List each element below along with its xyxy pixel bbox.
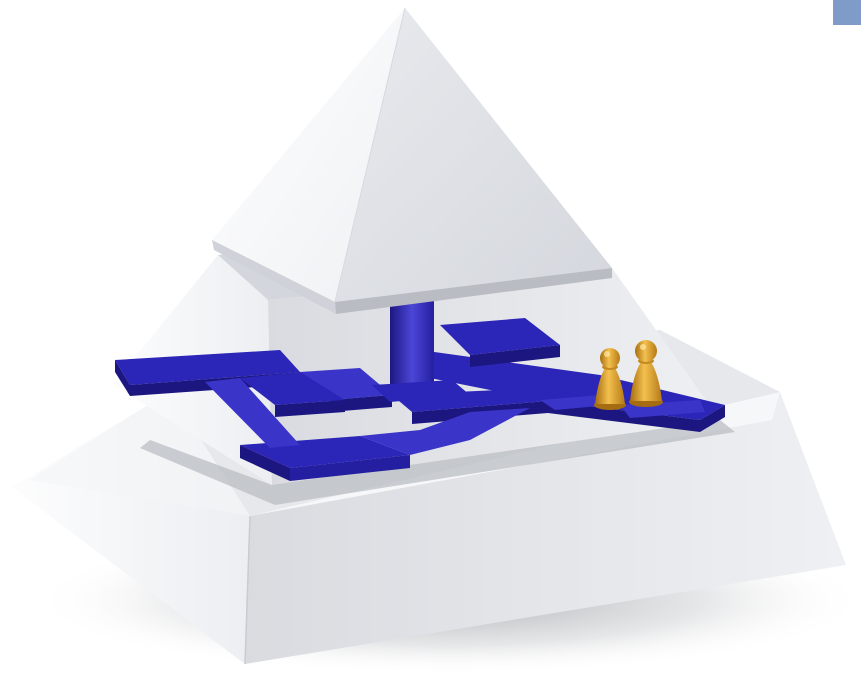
pyramid-top-tier (212, 8, 612, 314)
